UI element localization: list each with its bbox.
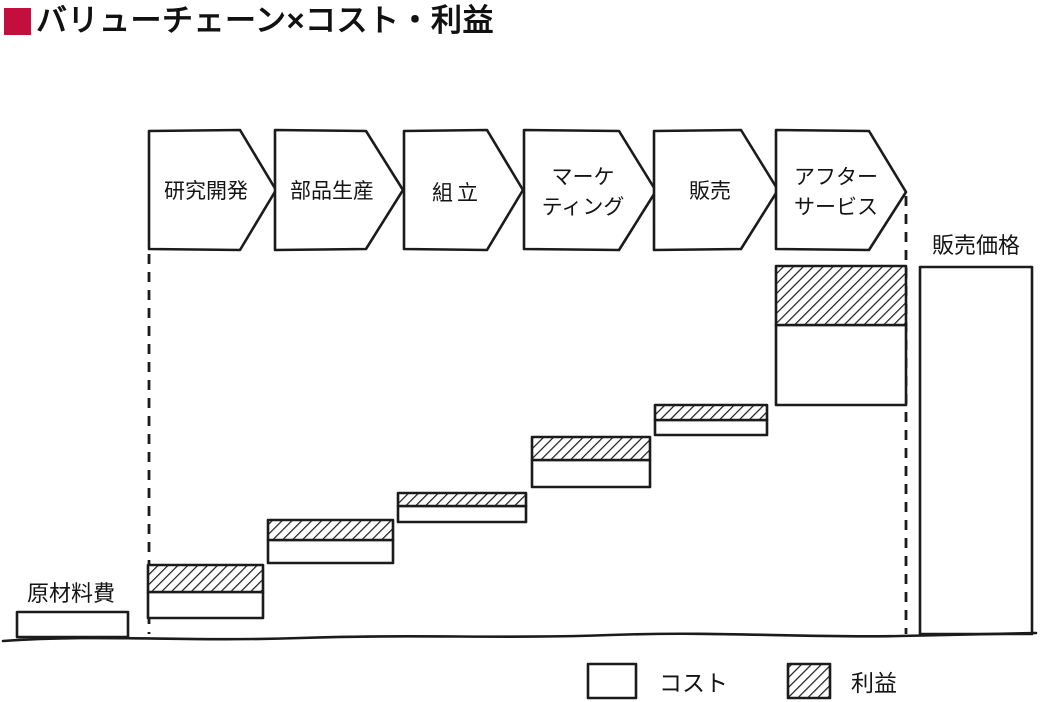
profit-box-assembly [396, 491, 528, 508]
title-bullet-icon [4, 7, 31, 35]
cost-box-marketing [530, 458, 652, 489]
step-bar-marketing [530, 435, 652, 489]
chevron-after-service: アフター サービス [774, 128, 908, 252]
step-bar-after-service [774, 264, 908, 407]
profit-box-sales [653, 403, 769, 422]
chevron-label-after-service-line2: サービス [794, 196, 878, 219]
chevron-shape-marketing [522, 128, 658, 252]
chevron-shape-assembly [402, 128, 525, 252]
chevron-parts-production: 部品生産 [273, 128, 405, 252]
profit-box-after-service [774, 264, 908, 327]
step-bar-sales [653, 403, 769, 437]
cost-box-sales [653, 418, 769, 437]
raw-material-label: 原材料費 [27, 581, 115, 606]
chevron-label-rnd: 研究開発 [164, 180, 248, 203]
chevron-shape-parts-production [273, 128, 405, 252]
step-bar-rnd [146, 563, 265, 620]
legend: コスト 利益 [586, 662, 897, 700]
legend-profit-swatch [786, 662, 832, 700]
cost-box-after-service [774, 323, 908, 407]
sales-price-label: 販売価格 [932, 233, 1020, 258]
chevron-label-marketing-line2: ティング [542, 196, 625, 219]
step-bar-assembly [396, 491, 528, 524]
profit-box-rnd [146, 563, 265, 594]
legend-cost-label: コスト [659, 670, 728, 696]
chevron-label-marketing-line1: マーケ [552, 166, 615, 189]
raw-material-group: 原材料費 [15, 581, 130, 639]
chevron-rnd: 研究開発 [147, 128, 278, 252]
cost-box-assembly [396, 504, 528, 524]
chevron-shape-sales [652, 128, 780, 252]
chevron-label-assembly: 組立 [432, 182, 482, 205]
legend-cost-swatch [586, 662, 638, 700]
chevron-label-sales: 販売 [689, 180, 731, 203]
page-title: バリューチェーン×コスト・利益 [36, 3, 495, 38]
chevron-label-parts-production: 部品生産 [290, 180, 374, 203]
step-bar-parts-production [266, 518, 395, 565]
ground-line [1, 631, 1038, 643]
profit-box-marketing [530, 435, 652, 462]
cost-box-rnd [146, 590, 265, 620]
chevron-sales: 販売 [652, 128, 780, 252]
chevron-assembly: 組立 [402, 128, 525, 252]
sales-price-bar [918, 265, 1034, 636]
chevron-label-after-service-line1: アフター [794, 166, 878, 189]
chevron-shape-after-service [774, 128, 908, 252]
profit-box-parts-production [266, 518, 395, 542]
sales-price-group: 販売価格 [918, 233, 1034, 636]
legend-profit-label: 利益 [851, 670, 897, 696]
chevron-shape-rnd [147, 128, 278, 252]
raw-material-cost-box [15, 610, 130, 639]
cost-box-parts-production [266, 538, 395, 565]
chevron-marketing: マーケ ティング [522, 128, 658, 252]
page-header: バリューチェーン×コスト・利益 [4, 3, 495, 38]
